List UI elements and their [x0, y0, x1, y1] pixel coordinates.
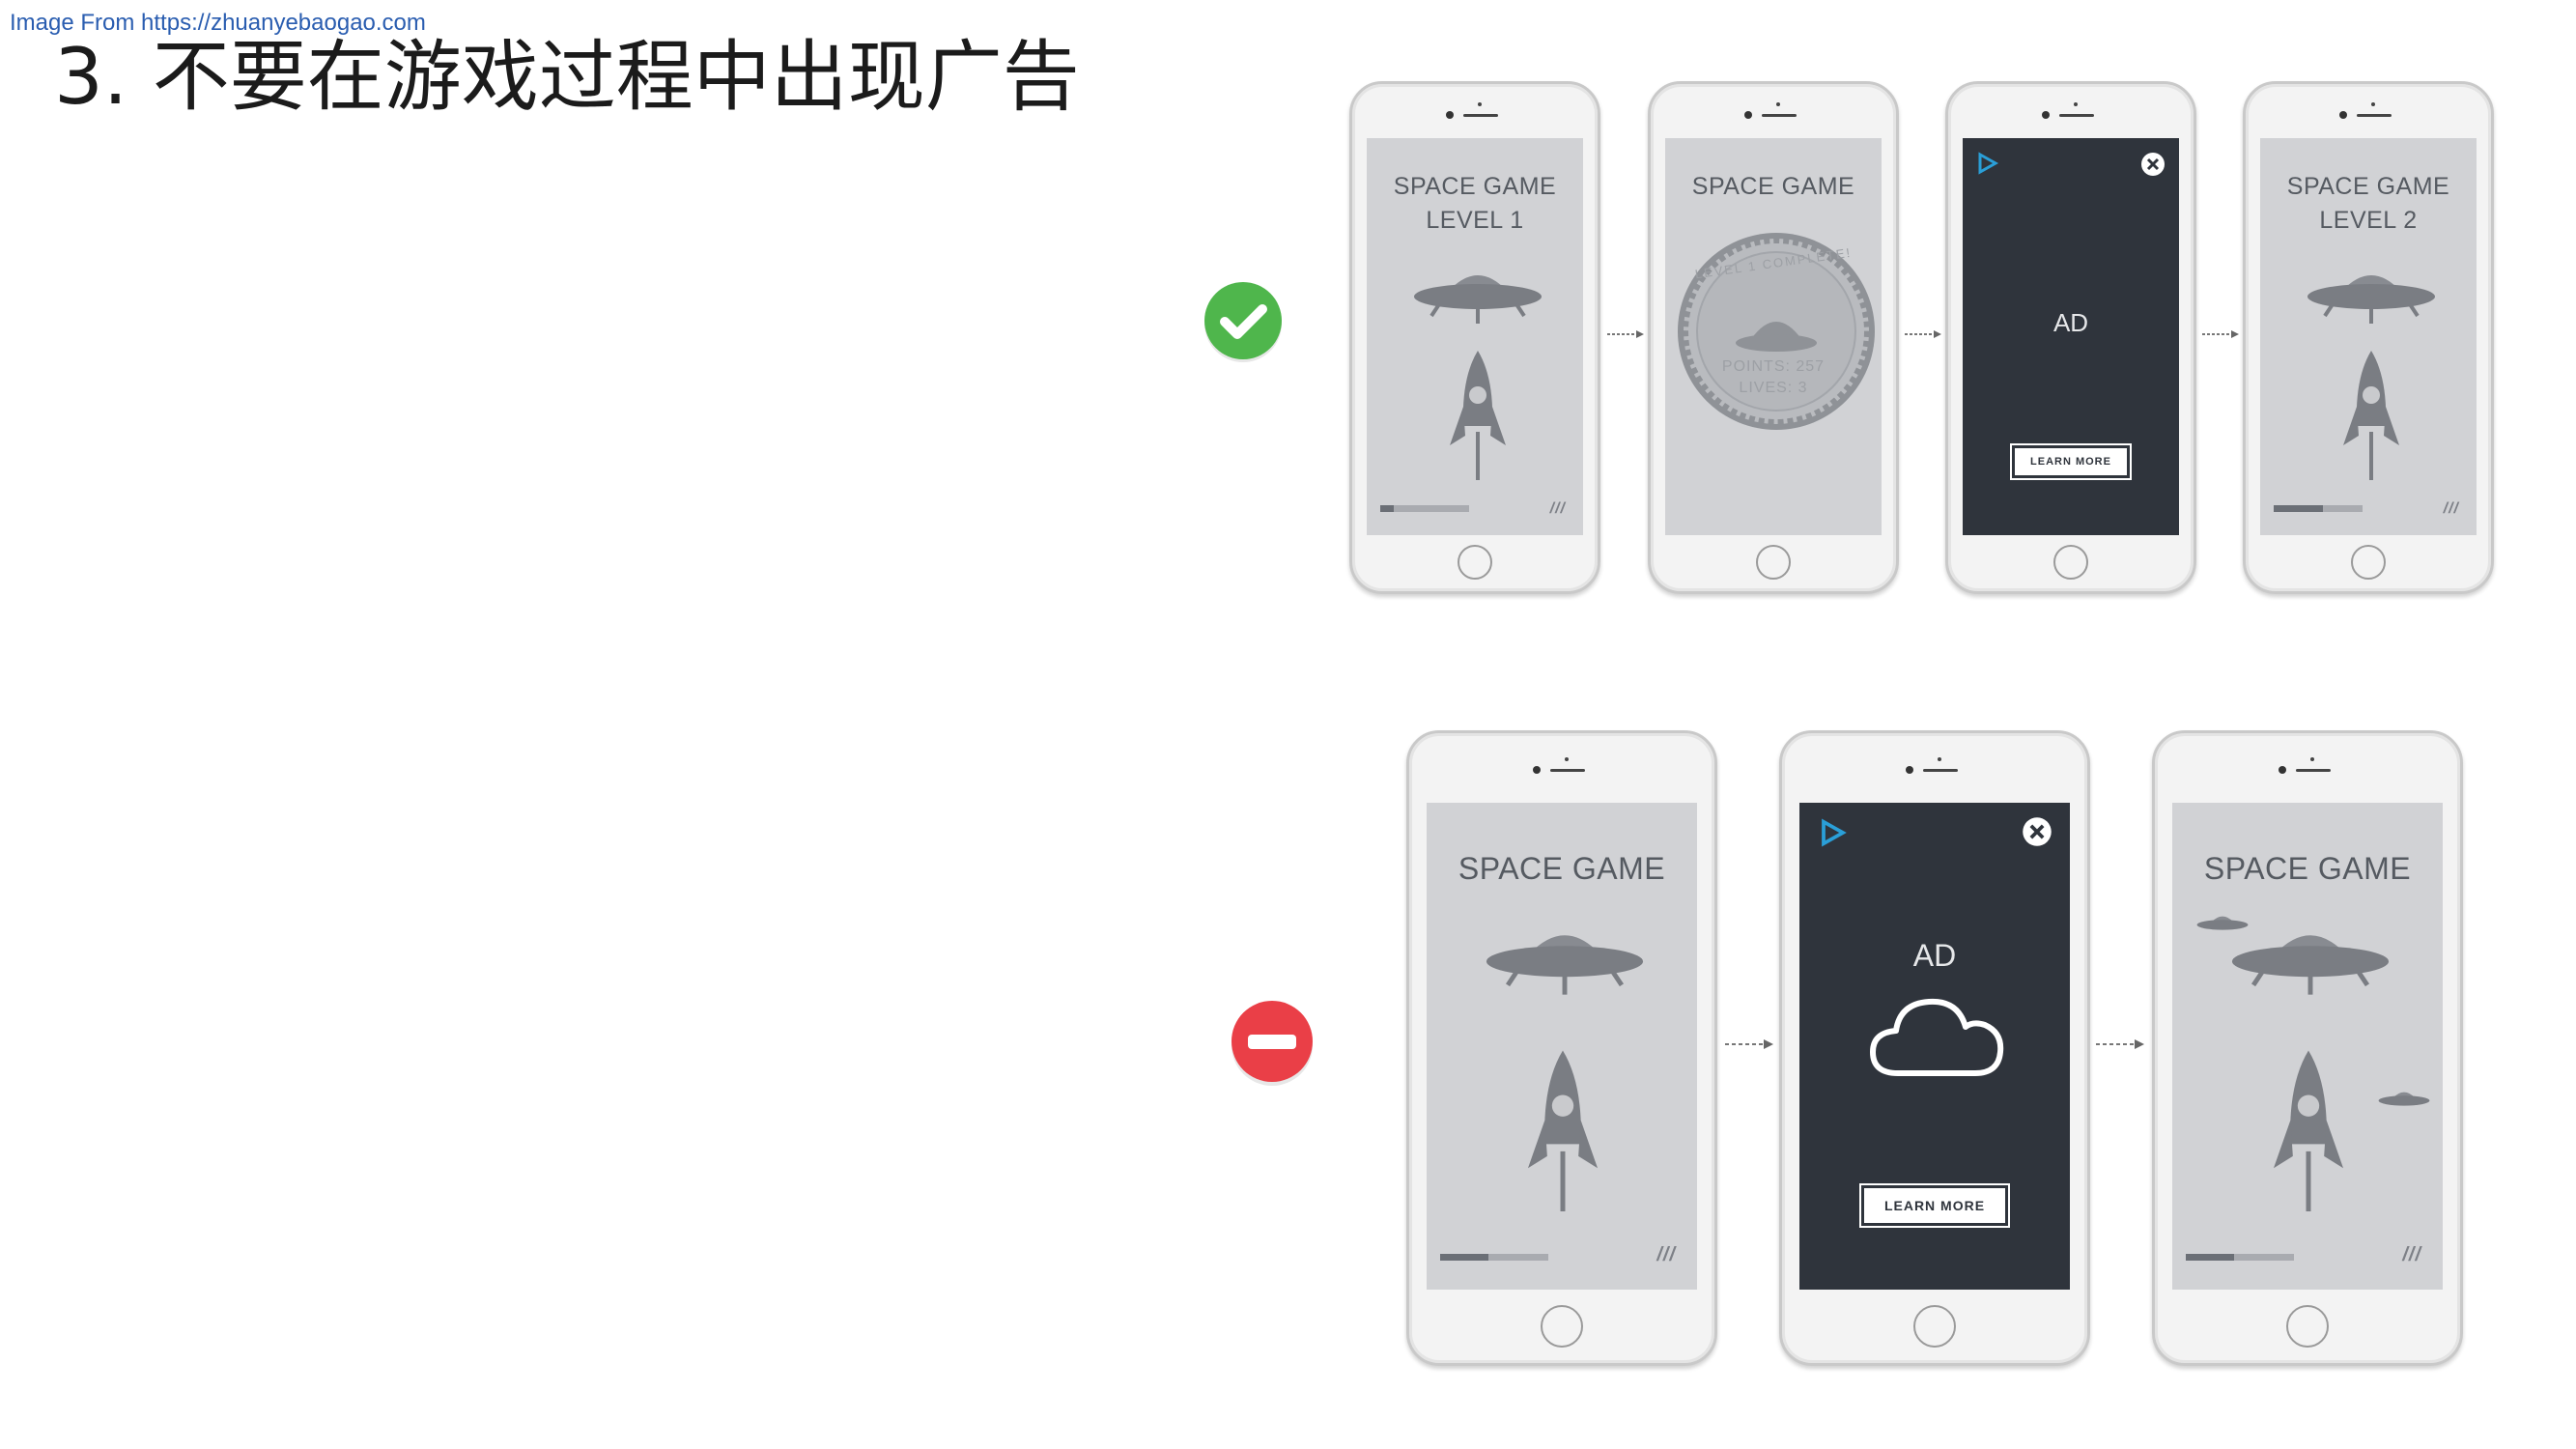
phone-camera — [1744, 102, 1802, 123]
level-complete-screen: SPACE GAME LEVEL 1 COMPLETE! POINTS: 257… — [1665, 138, 1882, 535]
ufo-icon — [2304, 262, 2439, 329]
game-screen: SPACE GAME /// — [1427, 803, 1697, 1290]
small-ufo-icon — [2195, 911, 2250, 938]
cloud-icon — [1867, 992, 2008, 1079]
phone-good-1: SPACE GAME LEVEL 1 /// — [1349, 81, 1600, 594]
phone-camera — [2279, 757, 2336, 778]
phone-bad-3: SPACE GAME /// — [2152, 730, 2463, 1366]
home-button — [2286, 1305, 2329, 1348]
ad-label: AD — [1912, 938, 1957, 973]
flow-arrow — [2096, 1037, 2146, 1051]
progress-bar — [2274, 505, 2363, 512]
home-button — [1458, 545, 1492, 580]
close-icon[interactable] — [2022, 816, 2052, 847]
phone-good-4: SPACE GAME LEVEL 2 /// — [2243, 81, 2494, 594]
screen-title: SPACE GAME — [1458, 851, 1666, 886]
phone-bad-2: AD LEARN MORE — [1779, 730, 2090, 1366]
level-complete-badge — [1676, 231, 1877, 432]
flow-arrow — [1725, 1037, 1775, 1051]
phone-camera — [2339, 102, 2397, 123]
home-button — [1913, 1305, 1956, 1348]
phone-good-3: AD LEARN MORE — [1945, 81, 2196, 594]
screen-title: SPACE GAME — [2286, 173, 2450, 200]
rocket-icon — [1446, 349, 1510, 484]
phone-bad-1: SPACE GAME /// — [1406, 730, 1717, 1366]
ufo-icon — [2225, 919, 2395, 1002]
lives-ticks: /// — [2402, 1244, 2421, 1265]
small-ufo-icon — [2377, 1087, 2431, 1114]
lives-text: LIVES: 3 — [1739, 380, 1808, 396]
learn-more-button[interactable]: LEARN MORE — [1861, 1185, 2008, 1226]
progress-bar — [2186, 1254, 2294, 1261]
rocket-icon — [2269, 1048, 2348, 1216]
phone-camera — [2042, 102, 2100, 123]
close-icon[interactable] — [2140, 152, 2166, 177]
game-screen-level-1: SPACE GAME LEVEL 1 /// — [1367, 138, 1583, 535]
flow-arrow — [1905, 328, 1943, 340]
progress-bar — [1440, 1254, 1548, 1261]
home-button — [1541, 1305, 1583, 1348]
phone-camera — [1533, 757, 1591, 778]
screen-subtitle: LEVEL 1 — [1426, 207, 1524, 234]
flow-arrow — [1607, 328, 1646, 340]
screen-title: SPACE GAME — [2203, 851, 2412, 886]
progress-bar — [1380, 505, 1469, 512]
rocket-icon — [1523, 1048, 1602, 1216]
ad-logo-icon — [1819, 818, 1848, 847]
lives-ticks: /// — [2443, 500, 2459, 517]
ad-label: AD — [2052, 308, 2089, 337]
lives-ticks: /// — [1656, 1244, 1676, 1265]
ufo-icon — [1480, 919, 1650, 1002]
check-circle-icon — [1202, 280, 1285, 363]
rocket-icon — [2339, 349, 2403, 484]
home-button — [1756, 545, 1791, 580]
ad-screen: AD LEARN MORE — [1799, 803, 2070, 1290]
ufo-icon — [1410, 262, 1545, 329]
ad-screen: AD LEARN MORE — [1963, 138, 2179, 535]
lives-ticks: /// — [1549, 500, 1566, 517]
flow-arrow — [2202, 328, 2241, 340]
learn-more-button[interactable]: LEARN MORE — [2012, 445, 2130, 478]
minus-circle-icon — [1229, 999, 1316, 1086]
game-screen: SPACE GAME /// — [2172, 803, 2443, 1290]
phone-good-2: SPACE GAME LEVEL 1 COMPLETE! POINTS: 257… — [1648, 81, 1899, 594]
phone-camera — [1446, 102, 1504, 123]
game-screen-level-2: SPACE GAME LEVEL 2 /// — [2260, 138, 2477, 535]
ad-logo-icon — [1976, 152, 1999, 175]
screen-title: SPACE GAME — [1691, 173, 1855, 200]
watermark: Image From https://zhuanyebaogao.com — [10, 10, 426, 36]
home-button — [2053, 545, 2088, 580]
screen-subtitle: LEVEL 2 — [2319, 207, 2418, 234]
points-text: POINTS: 257 — [1721, 358, 1826, 375]
home-button — [2351, 545, 2386, 580]
screen-title: SPACE GAME — [1393, 173, 1557, 200]
page-title: 3. 不要在游戏过程中出现广告 — [54, 32, 1080, 122]
phone-camera — [1906, 757, 1964, 778]
